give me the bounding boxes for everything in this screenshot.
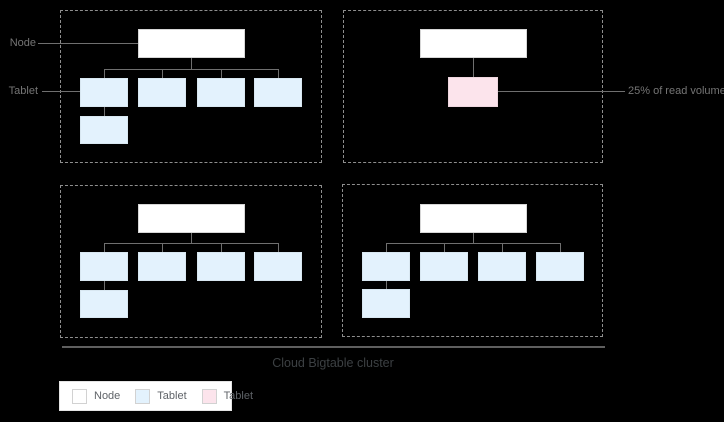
tablet-stub-line: [444, 244, 445, 252]
tablet-stub-line: [104, 244, 105, 252]
cluster-zone-4: [342, 184, 603, 337]
tablet-stub-line: [104, 70, 105, 78]
hot-tablet-annotation-line: [498, 91, 625, 92]
tablet-box: [138, 252, 186, 281]
tablet-box: [478, 252, 526, 281]
node-to-tablets-connector: [191, 58, 192, 69]
hot-tablet-swatch: [201, 388, 217, 404]
tablet-box: [80, 290, 128, 318]
node-annotation-line: [38, 43, 138, 44]
tablet-split-connector: [104, 107, 105, 116]
tablets-branch-line: [386, 243, 561, 244]
tablet-annotation-label: Tablet: [8, 85, 38, 97]
tablet-box: [80, 116, 128, 144]
tablet-stub-line: [162, 244, 163, 252]
tablet-stub-line: [162, 70, 163, 78]
node-to-tablets-connector: [191, 233, 192, 243]
node-to-tablet-connector: [473, 58, 474, 77]
hot-tablet-annotation-label: 25% of read volume: [628, 85, 724, 97]
legend-label: Node: [94, 390, 121, 402]
tablet-stub-line: [278, 70, 279, 78]
hot-tablet-box: [448, 77, 498, 107]
cluster-caption: Cloud Bigtable cluster: [272, 356, 394, 370]
node-annotation-label: Node: [9, 37, 36, 49]
tablet-box: [362, 289, 410, 318]
tablets-branch-line: [104, 69, 279, 70]
tablet-stub-line: [278, 244, 279, 252]
legend-label: Tablet: [223, 390, 254, 402]
cluster-zone-3: [60, 185, 322, 338]
tablet-stub-line: [221, 244, 222, 252]
node-box: [138, 29, 245, 58]
legend-item-tablet: Tablet: [135, 388, 187, 404]
tablet-box: [254, 252, 302, 281]
tablet-box: [197, 252, 245, 281]
tablets-branch-line: [104, 243, 279, 244]
tablet-box: [197, 78, 245, 107]
tablet-split-connector: [104, 281, 105, 290]
node-to-tablets-connector: [473, 233, 474, 243]
tablet-box: [362, 252, 410, 281]
legend-item-hot-tablet: Tablet: [201, 388, 254, 404]
tablet-box: [420, 252, 468, 281]
tablet-swatch: [135, 388, 151, 404]
tablet-stub-line: [386, 244, 387, 252]
node-box: [420, 29, 527, 58]
node-box: [420, 204, 527, 233]
legend-label: Tablet: [157, 390, 187, 402]
tablet-box: [80, 78, 128, 107]
cluster-zone-2: [343, 10, 603, 163]
cluster-baseline: [62, 346, 605, 348]
tablet-box: [138, 78, 186, 107]
tablet-box: [254, 78, 302, 107]
tablet-annotation-line: [42, 91, 80, 92]
node-box: [138, 204, 245, 233]
tablet-stub-line: [221, 70, 222, 78]
legend-item-node: Node: [72, 388, 121, 404]
tablet-stub-line: [560, 244, 561, 252]
tablet-box: [80, 252, 128, 281]
cluster-zone-1: [60, 10, 322, 163]
node-swatch: [72, 388, 87, 404]
tablet-stub-line: [502, 244, 503, 252]
tablet-box: [536, 252, 584, 281]
tablet-split-connector: [386, 281, 387, 289]
legend: Node Tablet Tablet: [59, 381, 253, 411]
